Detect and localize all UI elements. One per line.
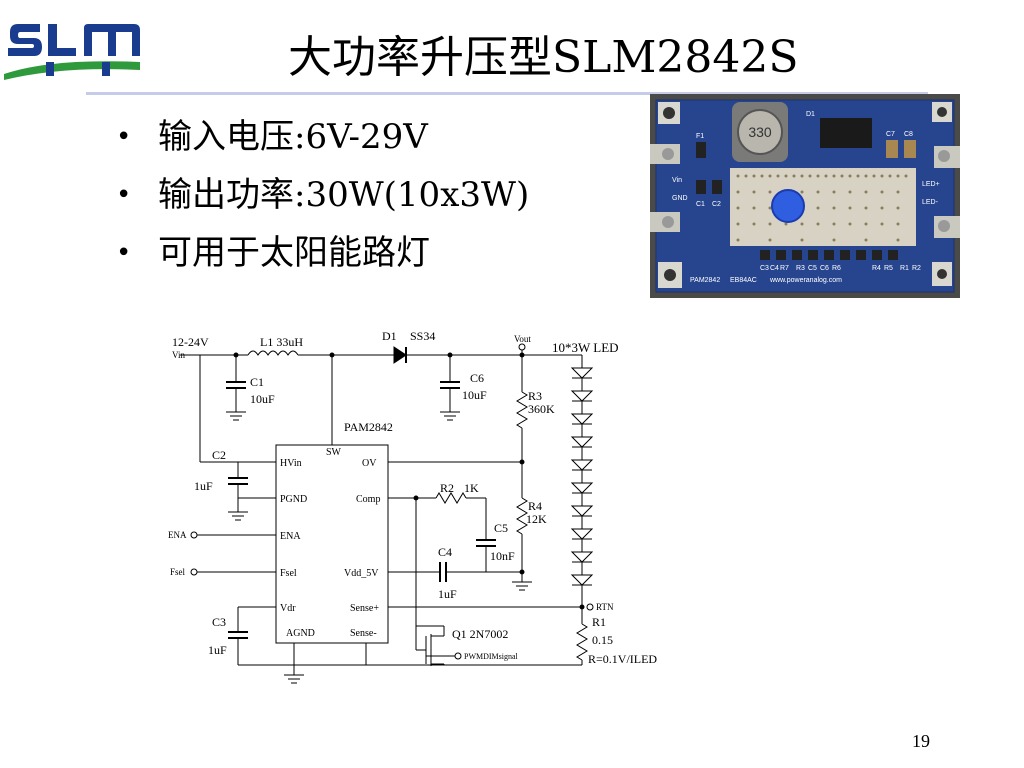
pin-ov-label: OV [362, 458, 377, 469]
page-number: 19 [912, 731, 930, 751]
c3-label: C3 [212, 615, 226, 629]
silk-label: GND [672, 195, 688, 202]
led-string-label: 10*3W LED [552, 340, 619, 355]
vin-pin-label: Vin [172, 350, 185, 360]
c2-label: C2 [212, 448, 226, 462]
c3-value: 1uF [208, 643, 227, 657]
c4-label: C4 [438, 545, 452, 559]
pin-vdr-label: Vdr [280, 603, 296, 614]
silk-label: D1 [806, 111, 815, 118]
pin-comp-label: Comp [356, 494, 380, 505]
ic-name-label: PAM2842 [344, 420, 393, 434]
r1-value: 0.15 [592, 633, 613, 647]
bullet-item: • 可用于太阳能路灯 [116, 224, 529, 282]
silk-label: LED+ [922, 181, 940, 188]
bullet-dot-icon: • [116, 122, 132, 152]
pin-vdd-label: Vdd_5V [344, 568, 379, 579]
c5-label: C5 [494, 521, 508, 535]
pin-fsel-label: Fsel [280, 568, 297, 579]
silk-label: R2 [912, 265, 921, 272]
silk-label: R1 [900, 265, 909, 272]
pin-hvin-label: HVin [280, 458, 302, 469]
title-underline [86, 92, 928, 95]
silk-label: C3 [760, 265, 769, 272]
bullet-item: • 输出功率:30W(10x3W) [116, 166, 529, 224]
bullet-item: • 输入电压:6V-29V [116, 108, 529, 166]
silk-label: C4 [770, 265, 779, 272]
pin-sensen-label: Sense- [350, 628, 377, 639]
vout-label: Vout [514, 334, 531, 344]
fsel-input-label: Fsel [170, 567, 186, 577]
pcb-board-photo: 330 F1 D1 C7 C8 Vin GND C1 C2 LED+ LED- … [650, 94, 960, 298]
r3-label: R3 [528, 389, 542, 403]
ena-input-label: ENA [168, 530, 187, 540]
silk-label: C6 [820, 265, 829, 272]
q1-label: Q1 2N7002 [452, 627, 508, 641]
slm-logo [4, 24, 140, 80]
r4-value: 12K [526, 512, 547, 526]
silk-label: www.poweranalog.com [769, 277, 842, 284]
c6-label: C6 [470, 371, 484, 385]
silk-label: R7 [780, 265, 789, 272]
silk-label: Vin [672, 177, 682, 184]
slide-title: 大功率升压型SLM2842S [288, 32, 799, 83]
silk-label: R3 [796, 265, 805, 272]
bullet-text: 输出功率:30W(10x3W) [158, 175, 530, 215]
d1-label: D1 [382, 329, 397, 343]
pin-ena-label: ENA [280, 531, 301, 542]
r1-formula: R=0.1V/ILED [588, 652, 657, 666]
bullet-list: • 输入电压:6V-29V • 输出功率:30W(10x3W) • 可用于太阳能路灯 [116, 108, 529, 282]
bullet-dot-icon: • [116, 180, 132, 210]
inductor-mark: 330 [748, 124, 772, 140]
silk-label: C7 [886, 131, 895, 138]
silk-label: R5 [884, 265, 893, 272]
c4-value: 1uF [438, 587, 457, 601]
c5-value: 10nF [490, 549, 515, 563]
r4-label: R4 [528, 499, 542, 513]
c6-value: 10uF [462, 388, 487, 402]
l1-label: L1 33uH [260, 335, 303, 349]
silk-label: R4 [872, 265, 881, 272]
silk-label: F1 [696, 133, 704, 140]
pin-pgnd-label: PGND [280, 494, 307, 505]
pin-sensep-label: Sense+ [350, 603, 379, 614]
silk-label: C1 [696, 201, 705, 208]
silk-label: C5 [808, 265, 817, 272]
rtn-label: RTN [596, 602, 614, 612]
d1-part-label: SS34 [410, 329, 435, 343]
silk-label: C8 [904, 131, 913, 138]
r2-label: R2 [440, 481, 454, 495]
c1-label: C1 [250, 375, 264, 389]
bullet-dot-icon: • [116, 238, 132, 268]
c1-value: 10uF [250, 392, 275, 406]
silk-label: PAM2842 [690, 277, 720, 284]
bullet-text: 可用于太阳能路灯 [158, 233, 430, 273]
silk-label: C2 [712, 201, 721, 208]
silk-label: EB84AC [730, 277, 757, 284]
r2-value: 1K [464, 481, 479, 495]
pin-agnd-label: AGND [286, 628, 315, 639]
proto-grid [736, 174, 908, 242]
circuit-schematic: 12-24V Vin L1 33uH D1 SS34 Vout 10*3W LE… [168, 329, 657, 684]
pwm-input-label: PWMDIMsignal [464, 652, 519, 661]
pin-sw-label: SW [326, 447, 342, 458]
led-string [570, 367, 594, 607]
r3-value: 360K [528, 402, 555, 416]
bullet-text: 输入电压:6V-29V [158, 117, 428, 157]
silk-label: LED- [922, 199, 939, 206]
c2-value: 1uF [194, 479, 213, 493]
silk-label: R6 [832, 265, 841, 272]
r1-label: R1 [592, 615, 606, 629]
vin-voltage-label: 12-24V [172, 335, 209, 349]
